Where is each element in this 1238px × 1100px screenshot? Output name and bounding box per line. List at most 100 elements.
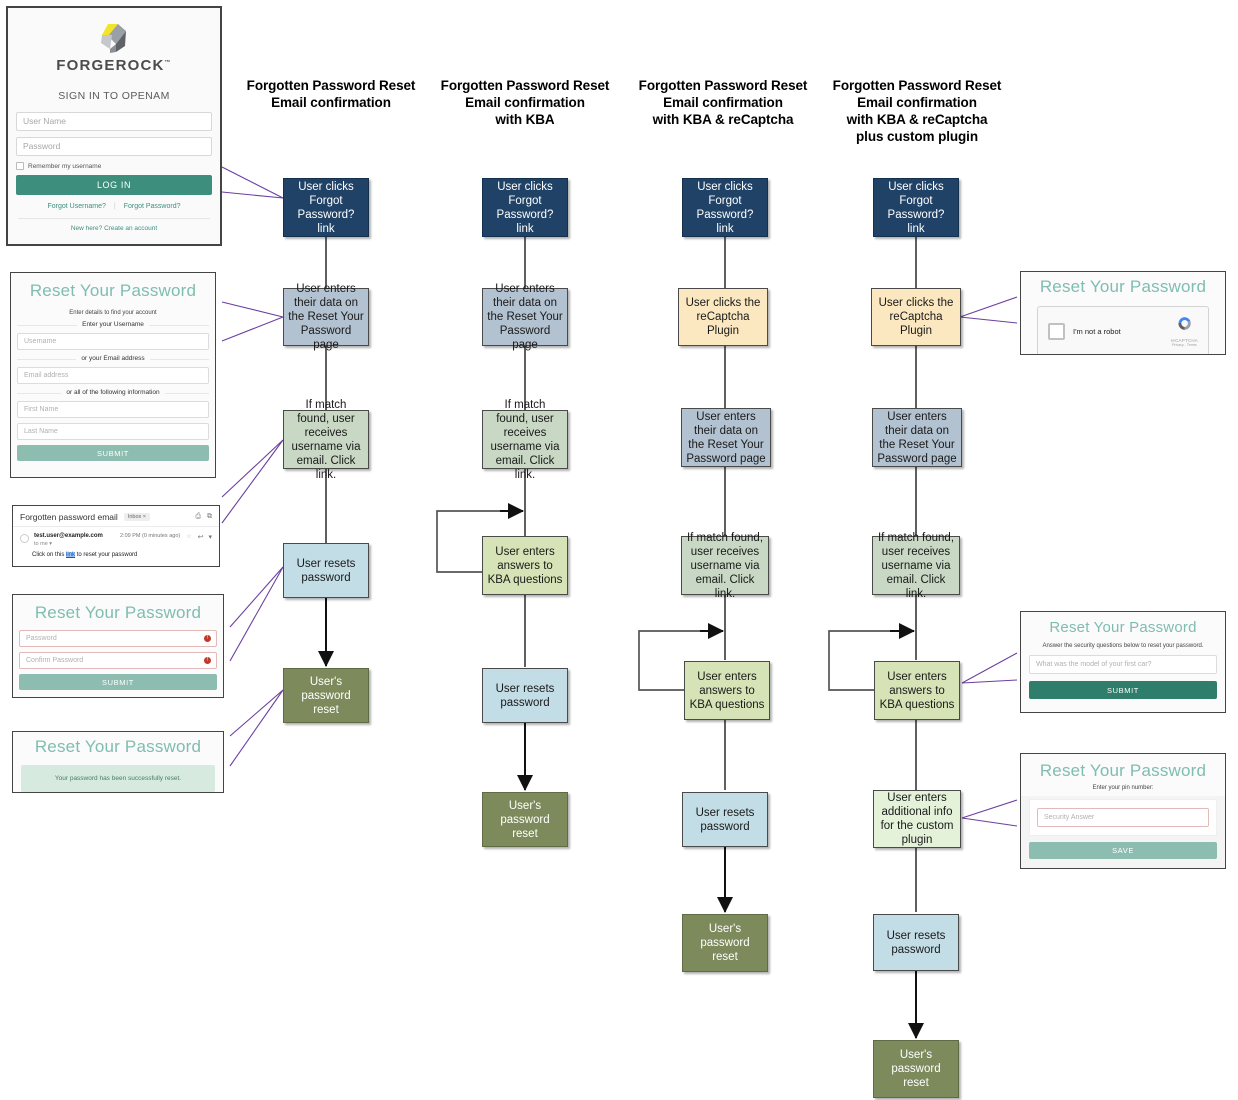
remember-username-row[interactable]: Remember my username bbox=[16, 162, 212, 170]
open-in-new-window-icon[interactable]: ⧉ bbox=[207, 513, 212, 520]
remember-label: Remember my username bbox=[28, 162, 102, 170]
flow-node-c4-kba[interactable]: User enters answers to KBA questions bbox=[874, 661, 960, 720]
divider-all-info: or all of the following information bbox=[17, 389, 209, 396]
divider bbox=[18, 218, 210, 219]
confirm-error-icon: ! bbox=[204, 657, 211, 664]
log-in-button[interactable]: LOG IN bbox=[16, 175, 212, 195]
flow-node-c3-email-link[interactable]: If match found, user receives username v… bbox=[681, 532, 769, 600]
column-header-2-line-1: Forgotten Password Reset bbox=[440, 78, 610, 93]
signin-heading: SIGN IN TO OPENAM bbox=[58, 90, 170, 102]
divider-username: Enter your Username bbox=[17, 321, 209, 328]
column-header-4-line-3: with KBA & reCaptcha bbox=[846, 112, 988, 127]
column-header-4: Forgotten Password Reset Email confirmat… bbox=[822, 77, 1012, 145]
screenshot-reset-find-account: Reset Your Password Enter details to fin… bbox=[10, 272, 216, 478]
column-header-4-line-4: plus custom plugin bbox=[856, 129, 978, 144]
screenshot-login-page: FORGEROCK™ SIGN IN TO OPENAM User Name P… bbox=[6, 6, 222, 246]
flow-node-c4-start[interactable]: User clicks Forgot Password? link bbox=[873, 178, 959, 237]
new-password-input[interactable]: Password! bbox=[19, 630, 217, 647]
recaptcha-privacy-terms[interactable]: Privacy - Terms bbox=[1171, 343, 1197, 347]
avatar bbox=[20, 534, 29, 543]
find-last-name-input[interactable]: Last Name bbox=[17, 423, 209, 440]
forgerock-logo: FORGEROCK™ bbox=[16, 22, 212, 74]
column-header-3-line-2: Email confirmation bbox=[663, 95, 783, 110]
column-header-2: Forgotten Password Reset Email confirmat… bbox=[434, 77, 616, 128]
column-header-3-line-1: Forgotten Password Reset bbox=[638, 78, 808, 93]
find-username-input[interactable]: Username bbox=[17, 333, 209, 350]
password-input[interactable]: Password bbox=[16, 137, 212, 156]
email-body: Click on this link to reset your passwor… bbox=[32, 552, 138, 558]
flow-node-c3-kba[interactable]: User enters answers to KBA questions bbox=[684, 661, 770, 720]
flow-node-c2-done[interactable]: User's password reset bbox=[482, 792, 568, 847]
flow-node-c3-done[interactable]: User's password reset bbox=[682, 914, 768, 972]
plugin-field-group: Security Answer bbox=[1029, 799, 1217, 836]
recaptcha-widget[interactable]: I'm not a robot reCAPTCHA Privacy - Term… bbox=[1037, 306, 1209, 354]
flow-node-c4-captcha[interactable]: User clicks the reCaptcha Plugin bbox=[871, 288, 961, 346]
flow-node-c4-enter-data[interactable]: User enters their data on the Reset Your… bbox=[872, 408, 962, 467]
flow-node-c2-reset-pw[interactable]: User resets password bbox=[482, 668, 568, 723]
reset-find-title: Reset Your Password bbox=[29, 281, 197, 300]
find-first-name-input[interactable]: First Name bbox=[17, 401, 209, 418]
flow-node-c4-email-link[interactable]: If match found, user receives username v… bbox=[872, 532, 960, 600]
column-header-1: Forgotten Password Reset Email confirmat… bbox=[240, 77, 422, 111]
remember-checkbox[interactable] bbox=[16, 162, 24, 170]
reset-success-title: Reset Your Password bbox=[34, 737, 202, 756]
create-account-link[interactable]: Create an account bbox=[104, 225, 158, 232]
flow-node-c1-email-link[interactable]: If match found, user receives username v… bbox=[283, 399, 369, 481]
reply-icon[interactable]: ↩ bbox=[197, 534, 204, 541]
screenshot-reset-password-form: Reset Your Password Password! Confirm Pa… bbox=[12, 594, 224, 698]
recaptcha-page-title: Reset Your Password bbox=[1039, 277, 1207, 296]
column-header-4-line-1: Forgotten Password Reset bbox=[832, 78, 1002, 93]
plugin-save-button[interactable]: SAVE bbox=[1029, 842, 1217, 859]
flow-node-c2-kba[interactable]: User enters answers to KBA questions bbox=[482, 536, 568, 595]
screenshot-reset-success: Reset Your Password Your password has be… bbox=[12, 731, 224, 793]
flow-node-c2-email-link[interactable]: If match found, user receives username v… bbox=[482, 399, 568, 481]
forgerock-wordmark: FORGEROCK™ bbox=[56, 57, 172, 74]
find-submit-button[interactable]: SUBMIT bbox=[17, 445, 209, 461]
divider-email: or your Email address bbox=[17, 355, 209, 362]
recaptcha-logo-icon bbox=[1178, 317, 1191, 330]
security-answer-input[interactable]: Security Answer bbox=[1037, 808, 1209, 827]
recaptcha-checkbox[interactable] bbox=[1048, 322, 1065, 340]
flow-node-c3-enter-data[interactable]: User enters their data on the Reset Your… bbox=[681, 408, 771, 467]
email-sender: test.user@example.com bbox=[34, 533, 103, 539]
flow-node-c4-reset-pw[interactable]: User resets password bbox=[873, 914, 959, 971]
reset-password-submit-button[interactable]: SUBMIT bbox=[19, 674, 217, 690]
new-here-row: New here? Create an account bbox=[16, 225, 212, 232]
flow-node-c2-enter-data[interactable]: User enters their data on the Reset Your… bbox=[482, 283, 568, 351]
more-options-icon[interactable]: ▾ bbox=[208, 534, 212, 541]
kba-submit-button[interactable]: SUBMIT bbox=[1029, 681, 1217, 699]
forgot-password-link[interactable]: Forgot Password? bbox=[123, 203, 181, 210]
new-here-label: New here? bbox=[70, 225, 103, 232]
column-header-1-line-1: Forgotten Password Reset bbox=[246, 78, 416, 93]
flow-node-c1-reset-pw[interactable]: User resets password bbox=[283, 543, 369, 598]
screenshot-recaptcha-page: Reset Your Password I'm not a robot reCA… bbox=[1020, 271, 1226, 355]
screenshot-forgotten-password-email: Forgotten password email Inbox × ⎙ ⧉ tes… bbox=[12, 505, 220, 567]
kba-answer-input[interactable]: What was the model of your first car? bbox=[1029, 655, 1217, 674]
flow-node-c3-start[interactable]: User clicks Forgot Password? link bbox=[682, 178, 768, 237]
forgot-username-link[interactable]: Forgot Username? bbox=[47, 203, 106, 210]
find-email-input[interactable]: Email address bbox=[17, 367, 209, 384]
column-header-1-line-2: Email confirmation bbox=[271, 95, 391, 110]
flow-node-c2-start[interactable]: User clicks Forgot Password? link bbox=[482, 178, 568, 237]
email-recipient[interactable]: to me ▾ bbox=[34, 541, 53, 547]
flow-node-c3-reset-pw[interactable]: User resets password bbox=[682, 792, 768, 847]
screenshot-kba-question-page: Reset Your Password Answer the security … bbox=[1020, 611, 1226, 713]
username-input[interactable]: User Name bbox=[16, 112, 212, 131]
plugin-page-title: Reset Your Password bbox=[1021, 754, 1225, 785]
print-icon[interactable]: ⎙ bbox=[195, 513, 201, 520]
plugin-instruction: Enter your pin number: bbox=[1021, 785, 1225, 796]
flow-node-c1-done[interactable]: User's password reset bbox=[283, 668, 369, 723]
star-icon[interactable]: ☆ bbox=[186, 534, 192, 540]
flow-node-c3-captcha[interactable]: User clicks the reCaptcha Plugin bbox=[678, 288, 768, 346]
recaptcha-brand-label: reCAPTCHA bbox=[1170, 338, 1198, 343]
password-error-icon: ! bbox=[204, 635, 211, 642]
flow-node-c4-plugin[interactable]: User enters additional info for the cust… bbox=[873, 790, 961, 848]
kba-page-title: Reset Your Password bbox=[1049, 619, 1197, 636]
flow-node-c1-start[interactable]: User clicks Forgot Password? link bbox=[283, 178, 369, 237]
confirm-password-input[interactable]: Confirm Password! bbox=[19, 652, 217, 669]
reset-password-link[interactable]: link bbox=[66, 552, 76, 558]
flow-node-c4-done[interactable]: User's password reset bbox=[873, 1040, 959, 1098]
email-inbox-chip: Inbox × bbox=[123, 513, 151, 521]
flow-node-c1-enter-data[interactable]: User enters their data on the Reset Your… bbox=[283, 283, 369, 351]
success-message: Your password has been successfully rese… bbox=[21, 765, 215, 792]
